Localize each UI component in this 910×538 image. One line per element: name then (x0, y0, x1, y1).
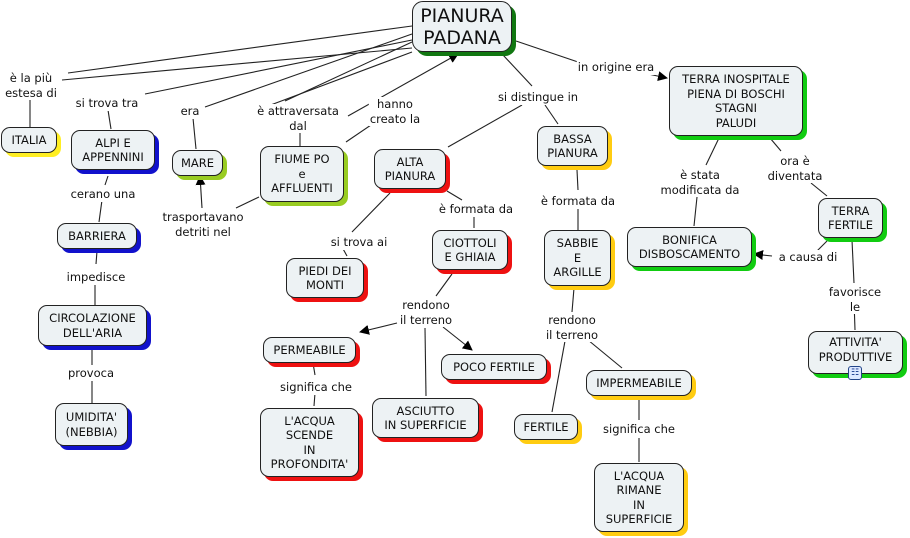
arrow-line (359, 322, 398, 335)
link-label: ora è diventata (766, 154, 824, 183)
link-label: è attraversata dal (256, 104, 340, 133)
link-label: rendono il terreno (544, 313, 600, 342)
node-bonifica[interactable]: BONIFICA DISBOSCAMENTO (627, 227, 752, 267)
node-terra-inospitale[interactable]: TERRA INOSPITALE PIENA DI BOSCHI STAGNI … (669, 66, 803, 136)
node-circolazione-aria[interactable]: CIRCOLAZIONE DELL'ARIA (38, 305, 147, 346)
node-alpi-appennini[interactable]: ALPI E APPENNINI (71, 130, 155, 170)
line (435, 273, 453, 297)
link-label: provoca (66, 366, 116, 381)
arrow-line (195, 175, 206, 209)
link-label: hanno creato la (368, 97, 422, 126)
line (587, 339, 623, 369)
link-label: era (179, 104, 201, 119)
line (204, 33, 413, 108)
line (576, 169, 579, 191)
line (446, 190, 463, 201)
node-alta-pianura[interactable]: ALTA PIANURA (374, 149, 446, 189)
line (551, 340, 566, 413)
line (693, 196, 698, 227)
node-acqua-rimane[interactable]: L'ACQUA RIMANE IN SUPERFICIE (594, 463, 684, 532)
node-umidita[interactable]: UMIDITA' (NEBBIA) (55, 403, 128, 446)
line (705, 137, 720, 166)
line (267, 51, 413, 107)
node-permeabile[interactable]: PERMEABILE (263, 337, 356, 363)
link-label: è la più estesa di (4, 71, 58, 100)
line (544, 104, 559, 125)
line (345, 124, 372, 143)
line (95, 250, 98, 265)
line (447, 104, 523, 148)
line (515, 40, 579, 63)
line (312, 362, 316, 376)
link-label: in origine era (576, 60, 656, 75)
line (104, 175, 109, 186)
arrow-line (347, 53, 459, 117)
node-ciottoli-ghiaia[interactable]: CIOTTOLI E GHIAIA (432, 230, 508, 270)
node-impermeabile[interactable]: IMPERMEABILE (586, 370, 692, 396)
line (192, 117, 197, 150)
link-label: si trova ai (329, 235, 389, 250)
link-label: trasportavano detriti nel (161, 210, 245, 239)
link-label: è formata da (539, 194, 617, 209)
arrow-line (753, 250, 773, 260)
line (351, 192, 391, 233)
node-fertile[interactable]: FERTILE (514, 414, 578, 440)
link-label: cerano una (69, 187, 137, 202)
link-label: impedisce (65, 270, 127, 285)
node-asciutto[interactable]: ASCIUTTO IN SUPERFICIE (372, 398, 479, 438)
line (851, 239, 855, 284)
line (144, 39, 413, 95)
node-poco-fertile[interactable]: POCO FERTILE (441, 354, 547, 380)
concept-map-link-icon[interactable]: ☷ (848, 366, 862, 380)
link-label: significa che (279, 380, 353, 395)
line (571, 287, 575, 313)
node-piedi-monti[interactable]: PIEDI DEI MONTI (286, 258, 364, 298)
node-italia[interactable]: ITALIA (1, 127, 57, 153)
arrow-line (647, 71, 668, 82)
node-barriera[interactable]: BARRIERA (57, 223, 137, 249)
line (313, 392, 316, 407)
node-sabbie-argille[interactable]: SABBIE E ARGILLE (544, 230, 611, 286)
node-bassa-pianura[interactable]: BASSA PIANURA (537, 126, 608, 166)
line (810, 182, 828, 197)
link-label: favorisce le (827, 285, 883, 314)
link-label: si trova tra (74, 96, 140, 111)
node-terra-fertile[interactable]: TERRA FERTILE (818, 198, 883, 238)
link-label: a causa di (777, 250, 839, 265)
link-label: è stata modificata da (659, 168, 741, 197)
link-label: significa che (602, 422, 676, 437)
node-pianura-padana[interactable]: PIANURA PADANA (412, 1, 512, 52)
arrow-line (442, 326, 473, 351)
line (61, 47, 413, 81)
line (769, 137, 782, 152)
node-fiume-po[interactable]: FIUME PO e AFFLUENTI (260, 146, 344, 202)
line (107, 109, 112, 130)
line (235, 196, 260, 209)
line (98, 199, 103, 223)
node-mare[interactable]: MARE (172, 150, 223, 176)
line (502, 54, 533, 87)
link-label: si distingue in (496, 90, 580, 105)
line (67, 25, 413, 74)
link-label: rendono il terreno (398, 298, 454, 327)
line (424, 327, 427, 397)
node-acqua-scende[interactable]: L'ACQUA SCENDE IN PROFONDITA' (260, 408, 359, 477)
link-label: è formata da (437, 202, 515, 217)
